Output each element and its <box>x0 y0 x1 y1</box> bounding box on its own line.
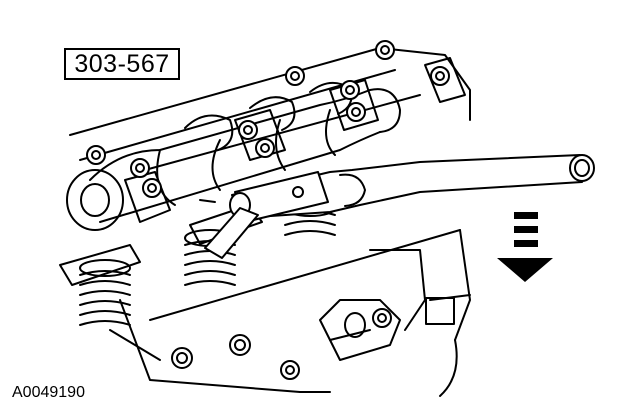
lower-block <box>319 299 401 361</box>
down-arrow-with-motion-bars-icon <box>497 212 553 282</box>
rocker-arms <box>59 204 263 286</box>
bolt-heads <box>86 40 450 380</box>
special-tool-lever <box>199 154 595 259</box>
tool-number-label: 303-567 <box>64 48 180 80</box>
figure-id-label: A0049190 <box>12 384 85 401</box>
cylinder-head <box>69 47 471 397</box>
